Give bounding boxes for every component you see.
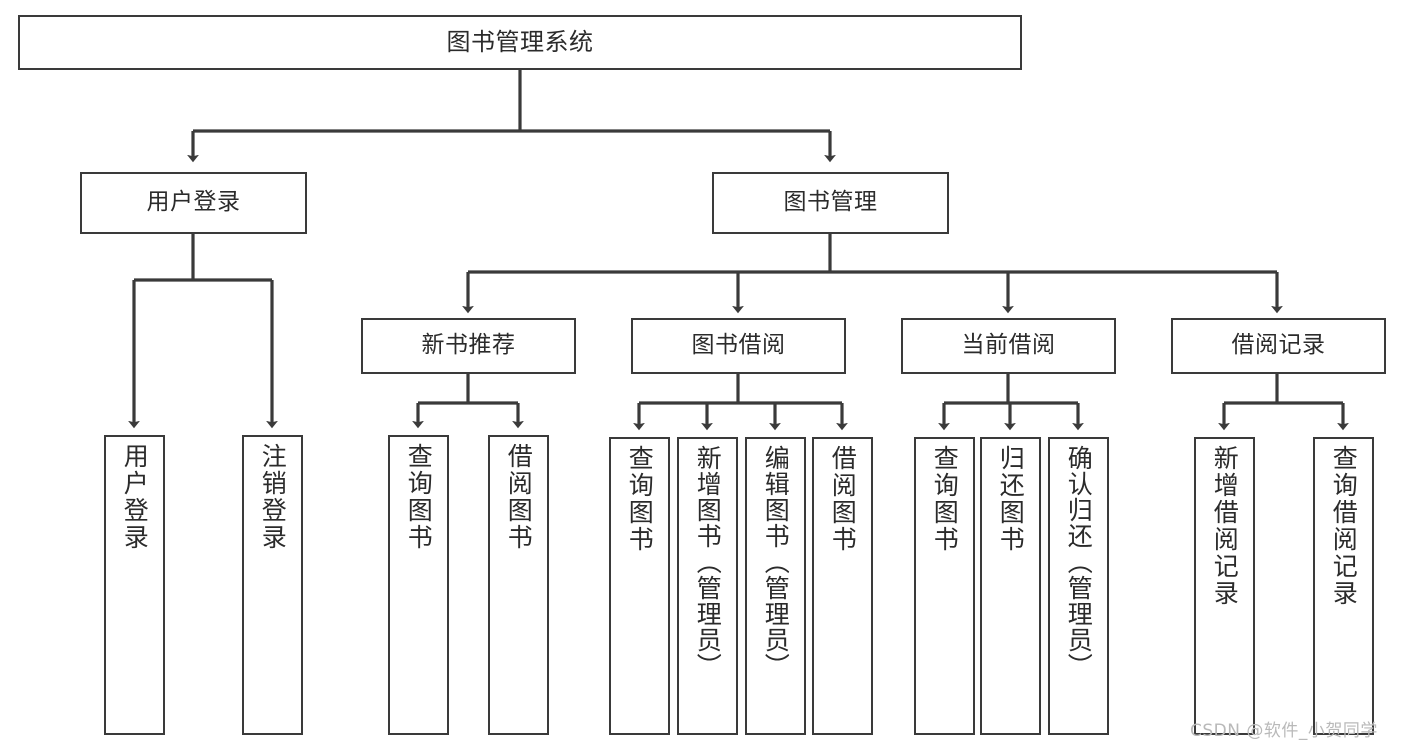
- node-book-borrow[interactable]: 图书借阅: [631, 318, 846, 374]
- leaf-edit-book-admin[interactable]: 编辑图书（管理员）: [745, 437, 806, 735]
- leaf-logout[interactable]: 注销登录: [242, 435, 303, 735]
- node-label: 借阅图书: [504, 443, 534, 551]
- leaf-query-book-current[interactable]: 查询图书: [914, 437, 975, 735]
- node-label: 用户登录: [120, 443, 150, 551]
- leaf-borrow-book-recommend[interactable]: 借阅图书: [488, 435, 549, 735]
- leaf-confirm-return-admin[interactable]: 确认归还（管理员）: [1048, 437, 1109, 735]
- leaf-user-login[interactable]: 用户登录: [104, 435, 165, 735]
- leaf-add-borrow-record[interactable]: 新增借阅记录: [1194, 437, 1255, 735]
- node-label: 确认归还（管理员）: [1064, 445, 1094, 679]
- node-book-management[interactable]: 图书管理: [712, 172, 949, 234]
- node-current-borrow[interactable]: 当前借阅: [901, 318, 1116, 374]
- leaf-query-book-recommend[interactable]: 查询图书: [388, 435, 449, 735]
- node-label: 查询图书: [625, 445, 655, 553]
- node-borrow-record[interactable]: 借阅记录: [1171, 318, 1386, 374]
- node-user-login[interactable]: 用户登录: [80, 172, 307, 234]
- node-label: 新书推荐: [421, 332, 516, 359]
- leaf-query-book-borrow[interactable]: 查询图书: [609, 437, 670, 735]
- node-label: 查询借阅记录: [1329, 445, 1359, 607]
- leaf-query-borrow-record[interactable]: 查询借阅记录: [1313, 437, 1374, 735]
- node-label: 注销登录: [258, 443, 288, 551]
- node-label: 新增图书（管理员）: [693, 445, 723, 679]
- node-label: 编辑图书（管理员）: [761, 445, 791, 679]
- node-label: 用户登录: [146, 189, 241, 216]
- node-label: 图书管理: [783, 189, 878, 216]
- node-label: 借阅记录: [1231, 332, 1326, 359]
- node-new-book-recommend[interactable]: 新书推荐: [361, 318, 576, 374]
- node-label: 归还图书: [996, 445, 1026, 553]
- leaf-return-book[interactable]: 归还图书: [980, 437, 1041, 735]
- connectors: [128, 70, 1349, 431]
- node-label: 新增借阅记录: [1210, 445, 1240, 607]
- node-label: 图书借阅: [691, 332, 786, 359]
- node-label: 查询图书: [930, 445, 960, 553]
- node-label: 查询图书: [404, 443, 434, 551]
- node-label: 图书管理系统: [446, 28, 594, 57]
- node-label: 借阅图书: [828, 445, 858, 553]
- node-root-book-management-system[interactable]: 图书管理系统: [18, 15, 1022, 70]
- node-label: 当前借阅: [961, 332, 1056, 359]
- leaf-add-book-admin[interactable]: 新增图书（管理员）: [677, 437, 738, 735]
- leaf-borrow-book[interactable]: 借阅图书: [812, 437, 873, 735]
